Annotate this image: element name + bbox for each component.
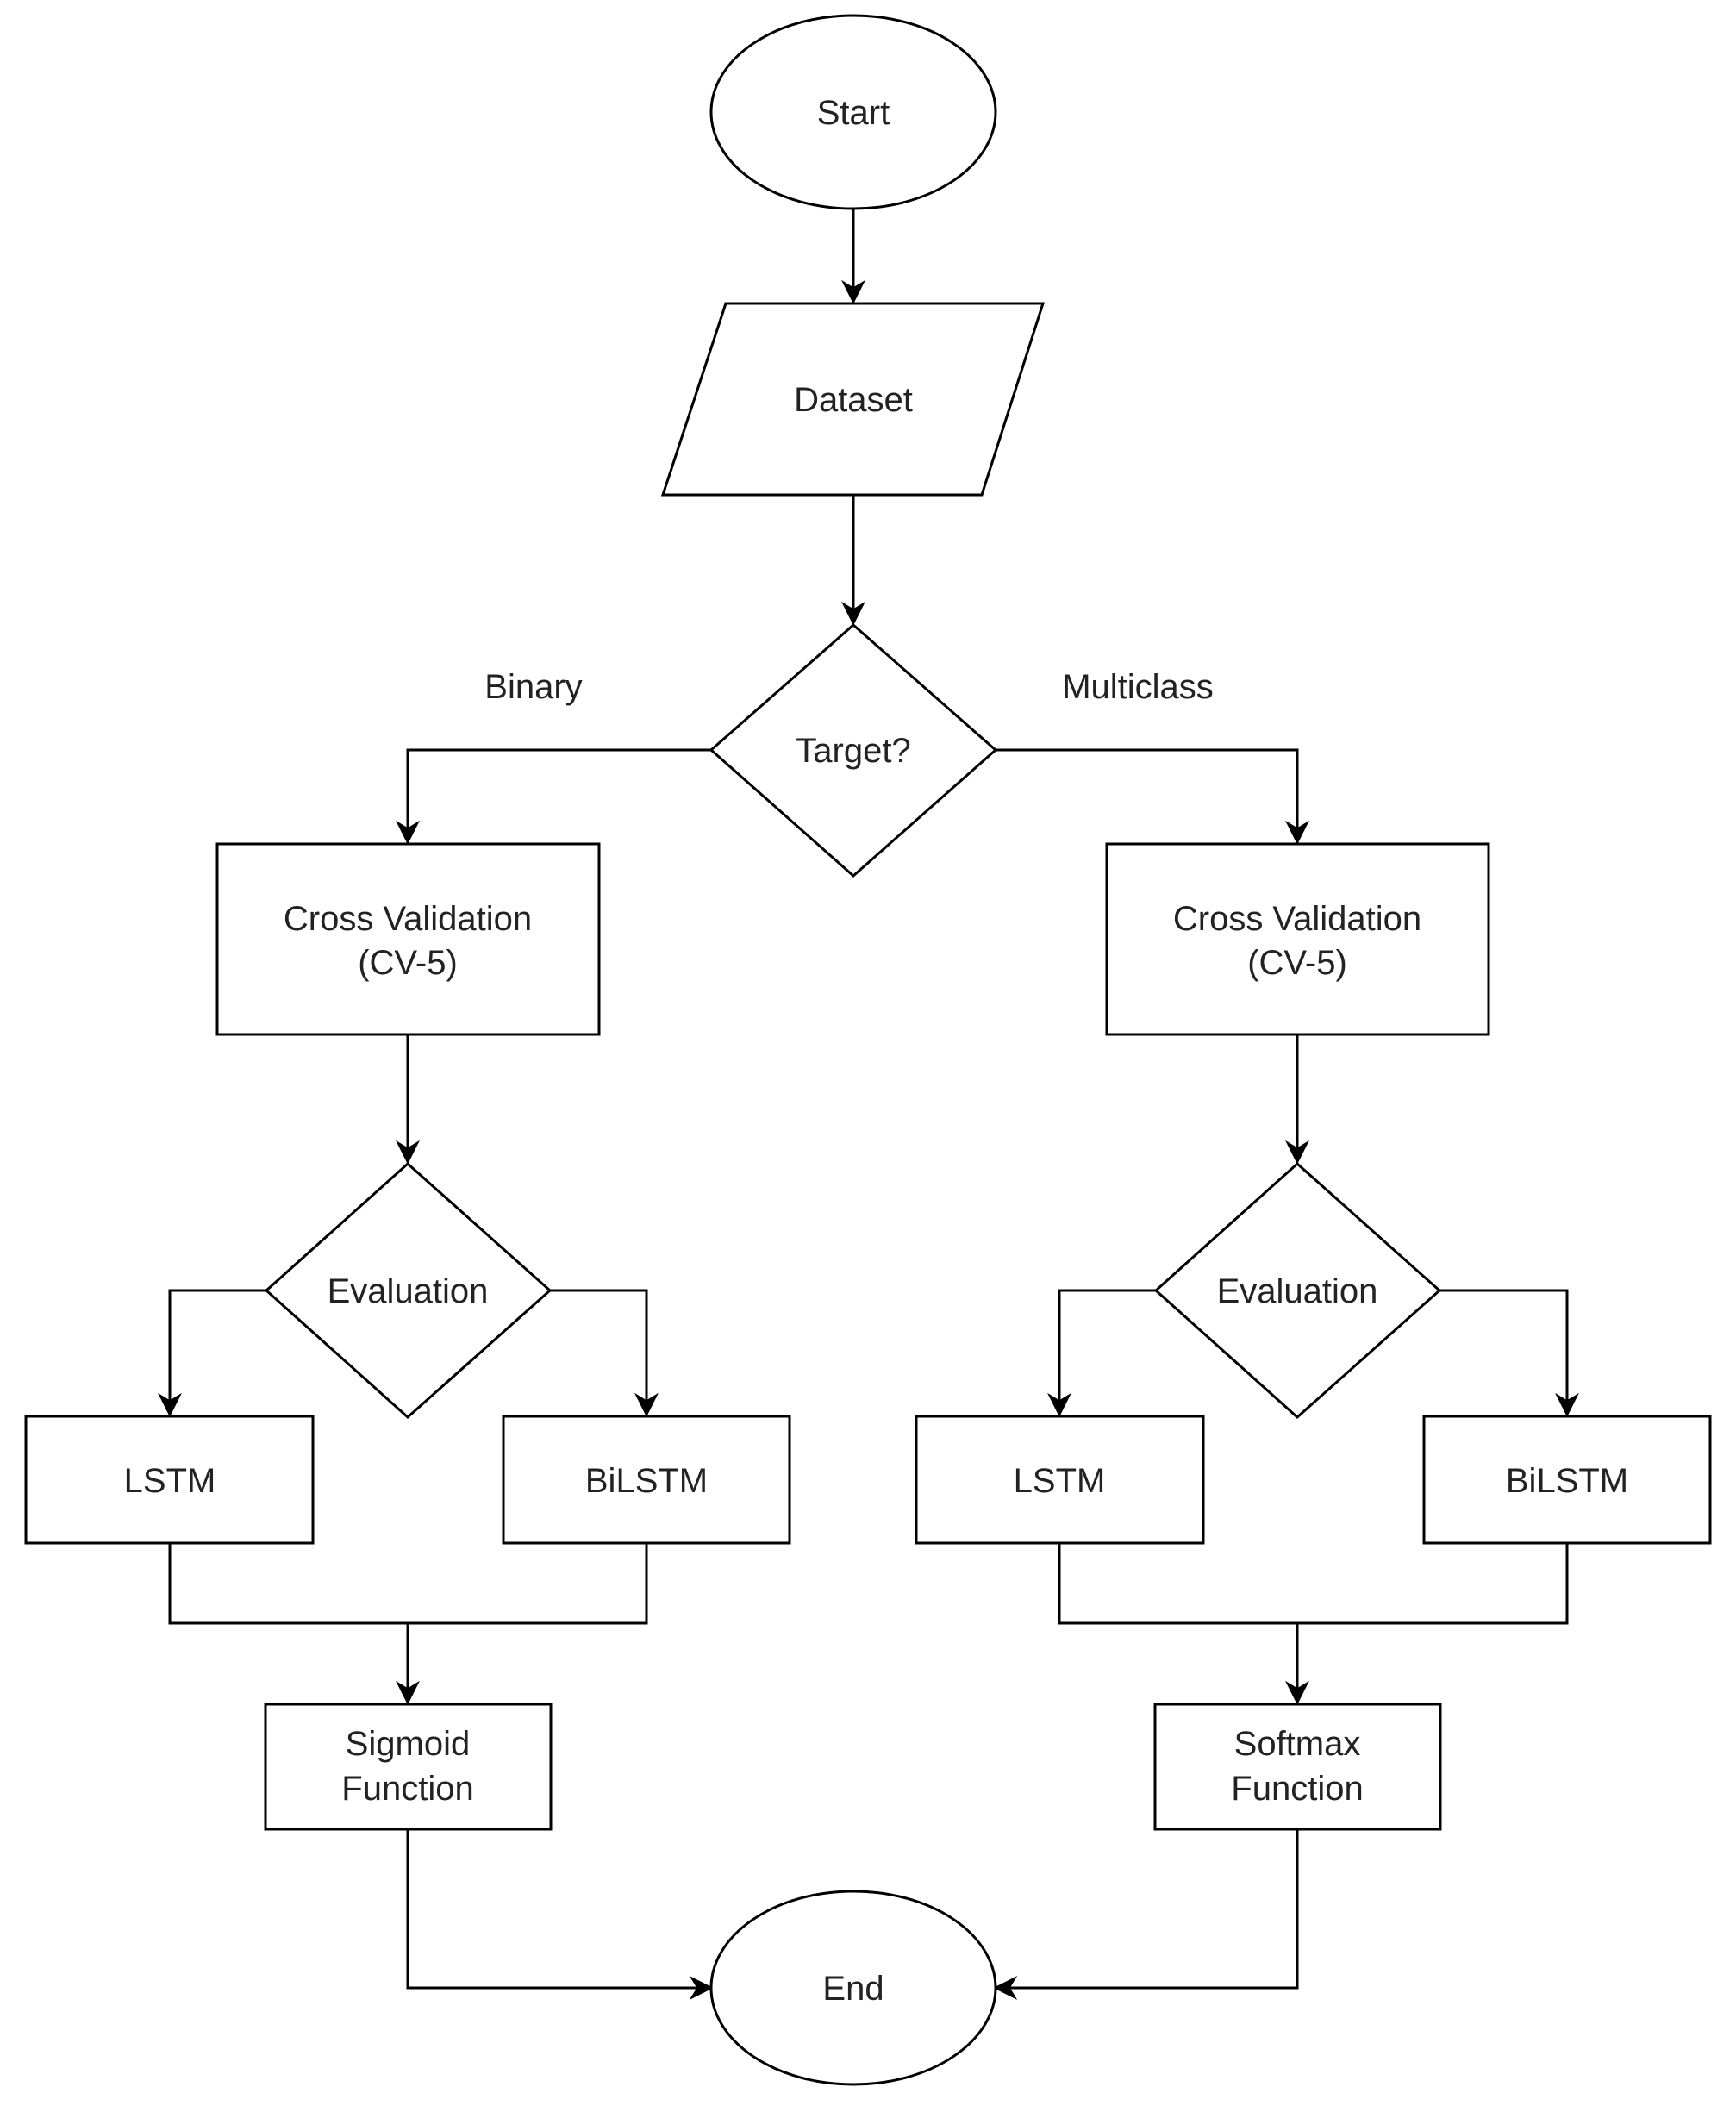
end-node: End [709,1890,997,2086]
bilstm-left-label: BiLSTM [585,1462,708,1500]
sigmoid-line1: Sigmoid [346,1725,471,1763]
evaluation-right-decision: Evaluation [1153,1161,1442,1420]
softmax-function-node: Softmax Function [1153,1703,1442,1831]
dataset-node: Dataset [660,302,1046,497]
softmax-line1: Softmax [1234,1725,1361,1763]
target-label: Target? [796,732,910,770]
edge-left-models-merge [168,1543,648,1625]
edge-softmax-end [993,1829,1299,2000]
edge-eval-right-bilstm-right [1439,1289,1579,1417]
edge-eval-left-bilstm-left [550,1289,659,1417]
cross-validation-right-node: Cross Validation (CV-5) [1105,842,1490,1036]
end-label: End [822,1970,884,2008]
edge-sigmoid-end [406,1829,714,2000]
edge-target-cv-right [996,748,1309,845]
edge-right-models-merge [1058,1543,1569,1625]
lstm-right-node: LSTM [915,1415,1205,1545]
edge-label-binary: Binary [484,668,582,706]
target-decision: Target? [709,623,998,878]
eval-right-label: Evaluation [1217,1272,1378,1310]
cv-left-line2: (CV-5) [358,944,458,982]
start-label: Start [817,94,890,132]
cv-left-line1: Cross Validation [284,900,532,938]
evaluation-left-decision: Evaluation [264,1161,553,1420]
edge-eval-right-lstm-right [1047,1289,1156,1417]
sigmoid-line2: Function [341,1770,473,1808]
bilstm-right-node: BiLSTM [1422,1415,1712,1545]
lstm-left-node: LSTM [24,1415,315,1545]
cv-right-line1: Cross Validation [1173,900,1421,938]
lstm-right-label: LSTM [1014,1462,1106,1500]
bilstm-right-label: BiLSTM [1506,1462,1628,1500]
cross-validation-left-node: Cross Validation (CV-5) [215,842,601,1036]
start-node: Start [709,14,997,210]
dataset-label: Dataset [794,381,913,419]
edge-eval-left-lstm-left [158,1289,266,1417]
edge-label-multiclass: Multiclass [1062,668,1214,706]
lstm-left-label: LSTM [124,1462,216,1500]
bilstm-left-node: BiLSTM [502,1415,791,1545]
sigmoid-function-node: Sigmoid Function [264,1703,553,1831]
edge-target-cv-left [396,748,711,845]
softmax-line2: Function [1231,1770,1363,1808]
eval-left-label: Evaluation [328,1272,489,1310]
cv-right-line2: (CV-5) [1247,944,1347,982]
